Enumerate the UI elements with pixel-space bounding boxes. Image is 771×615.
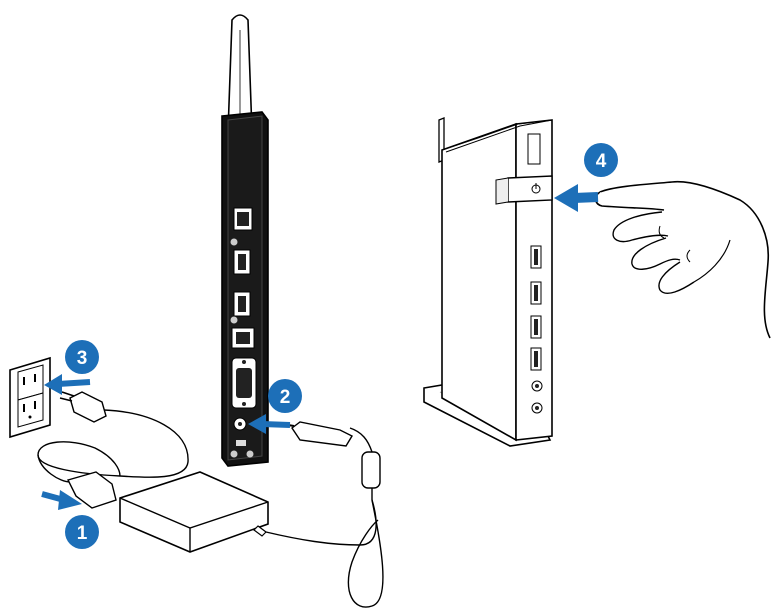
step-badge-2: 2	[268, 379, 302, 413]
mini-pc-front	[423, 117, 553, 447]
ac-plug	[59, 391, 189, 478]
vga-port-icon	[231, 357, 257, 409]
power-button-icon[interactable]	[531, 183, 541, 194]
wall-outlet-icon	[9, 356, 51, 439]
ac-cord	[37, 441, 121, 483]
step-badge-3: 3	[65, 340, 99, 374]
lan-port-icon	[231, 327, 255, 349]
step-arrows	[41, 184, 599, 510]
step-number: 1	[77, 523, 88, 544]
dc-in-port-icon	[233, 417, 247, 431]
step-number: 4	[596, 151, 607, 172]
mini-pc-rear	[221, 14, 269, 467]
usb-port-icon	[530, 245, 542, 371]
step-badge-4: 4	[584, 143, 618, 177]
power-adapter-icon	[119, 471, 269, 553]
usb-port-icon	[233, 249, 251, 317]
power-adapter-cord	[66, 471, 117, 509]
hand-icon	[594, 180, 771, 339]
step-number: 3	[77, 348, 88, 369]
hdmi-port-icon	[233, 207, 253, 231]
dc-cable	[265, 421, 384, 608]
step-badge-1: 1	[65, 515, 99, 549]
ferrite-core	[361, 451, 381, 489]
step-number: 2	[280, 387, 291, 408]
